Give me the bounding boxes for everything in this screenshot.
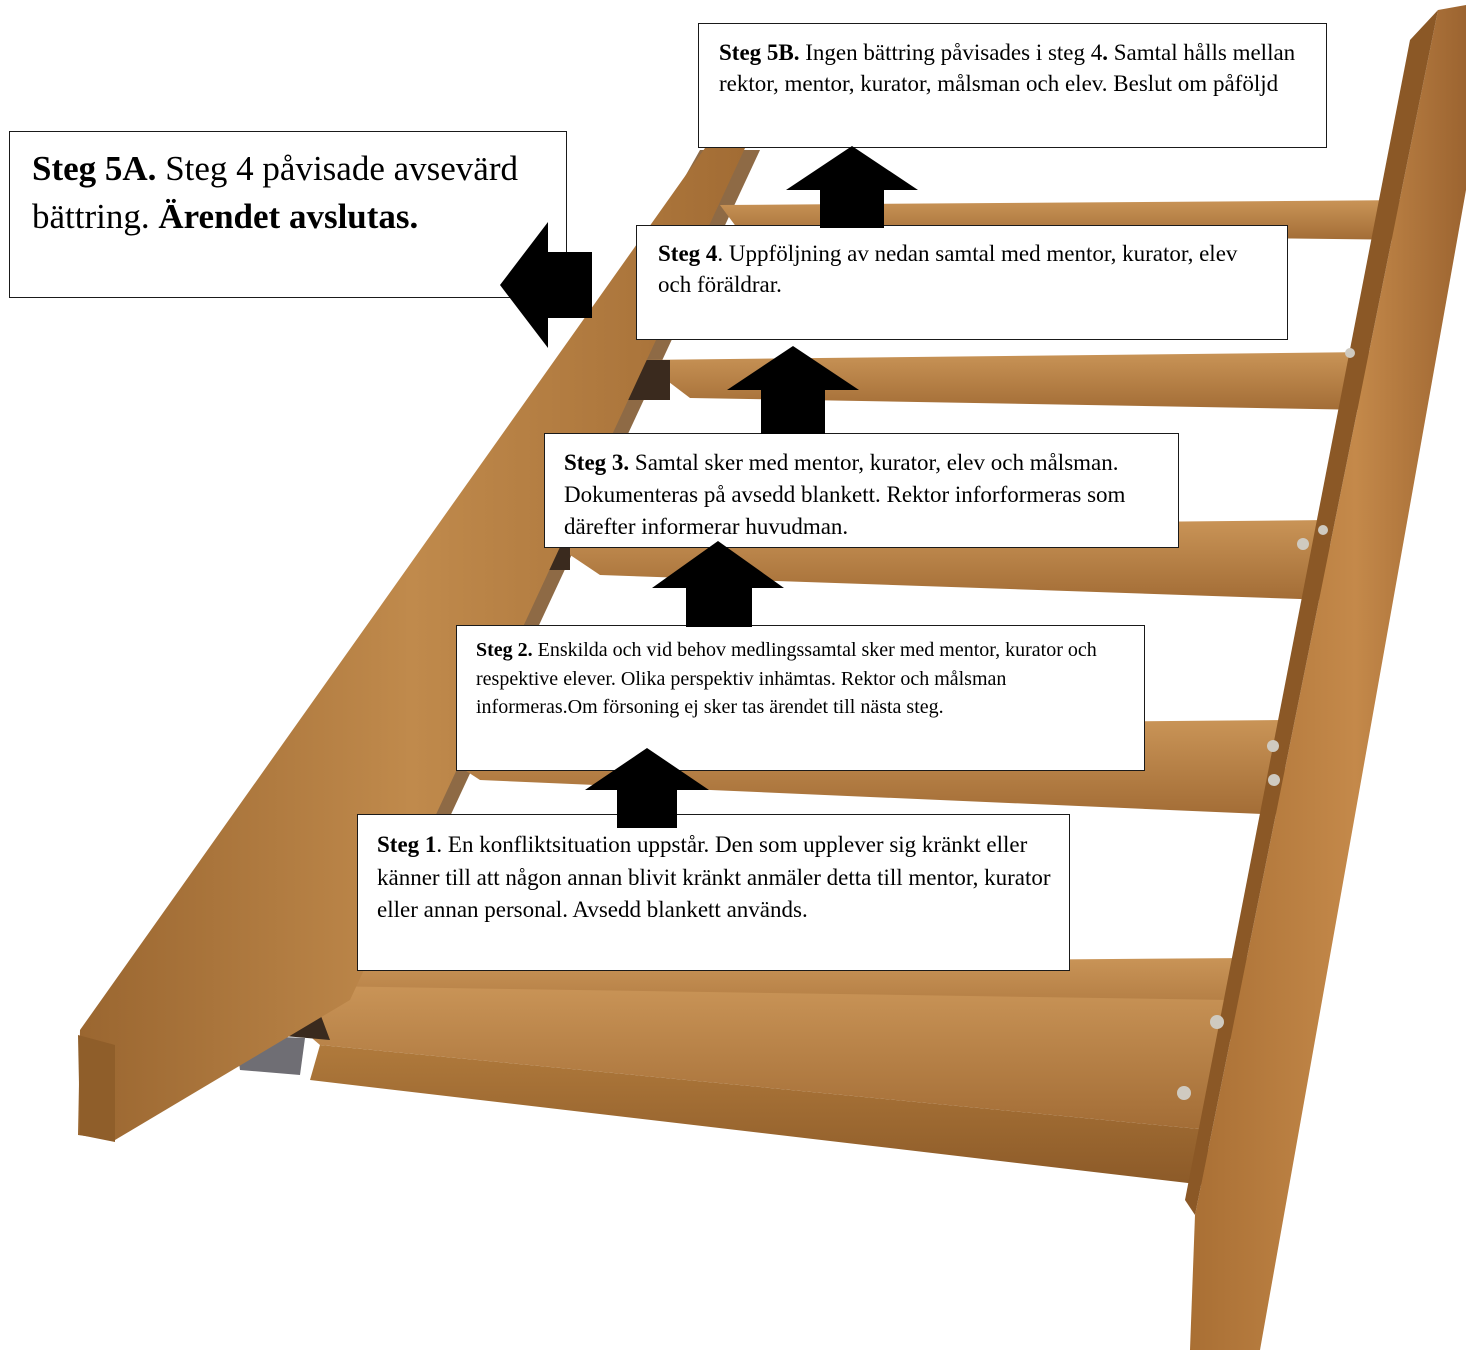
screw xyxy=(1318,525,1328,535)
left-stringer-front-end xyxy=(78,1035,115,1142)
step-5b-heading: Steg 5B. xyxy=(719,40,800,65)
step-5b-box: Steg 5B. Ingen bättring påvisades i steg… xyxy=(698,23,1327,148)
step-2-box: Steg 2. Enskilda och vid behov medlingss… xyxy=(456,625,1145,771)
step-1-text: . En konfliktsituation uppstår. Den som … xyxy=(377,832,1051,923)
step-4-box: Steg 4. Uppföljning av nedan samtal med … xyxy=(636,225,1288,340)
step-2-text: Enskilda och vid behov medlingssamtal sk… xyxy=(476,639,1097,719)
step-5b-text-cont: Samtal hålls mellan rektor, mentor, kura… xyxy=(719,40,1296,96)
arrow-shape xyxy=(786,146,918,228)
tread-1-front xyxy=(310,1045,1210,1185)
step-3-text: Samtal sker med mentor, kurator, elev oc… xyxy=(564,450,1126,540)
step-4-text: . Uppföljning av nedan samtal med mentor… xyxy=(658,241,1238,297)
step-5a-heading: Steg 5A. xyxy=(32,149,157,188)
step-3-heading: Steg 3. xyxy=(564,450,630,475)
arrow-shape xyxy=(652,541,784,627)
up-arrow-step1-to-step2 xyxy=(585,748,709,828)
step-2-heading: Steg 2. xyxy=(476,639,533,661)
step-5a-box: Steg 5A. Steg 4 påvisade avsevärd bättri… xyxy=(9,131,567,298)
tread-1-top xyxy=(250,985,1230,1130)
screw xyxy=(1177,1086,1191,1100)
stringer-screws xyxy=(1177,348,1355,1100)
step-4-heading: Steg 4 xyxy=(658,241,718,266)
arrow-shape xyxy=(727,346,859,434)
step-1-box: Steg 1. En konfliktsituation uppstår. De… xyxy=(357,814,1070,971)
up-arrow-step2-to-step3 xyxy=(652,541,784,627)
up-arrow-step4-to-step5b xyxy=(786,146,918,228)
step-5a-conclusion: Ärendet avslutas. xyxy=(158,196,419,236)
step-5b-text: Ingen bättring påvisades i steg 4 xyxy=(799,40,1103,65)
step-3-box: Steg 3. Samtal sker med mentor, kurator,… xyxy=(544,433,1179,548)
up-arrow-step3-to-step4 xyxy=(727,346,859,434)
step-1-heading: Steg 1 xyxy=(377,832,437,857)
left-arrow-step4-to-step5a xyxy=(500,222,592,348)
arrow-shape xyxy=(585,748,709,828)
step-5b-bold-dot: . xyxy=(1102,40,1109,65)
screw xyxy=(1345,348,1355,358)
arrow-shape xyxy=(500,222,592,348)
right-stringer xyxy=(1190,5,1466,1350)
screw xyxy=(1210,1015,1224,1029)
left-stringer xyxy=(78,148,745,1140)
screw xyxy=(1268,774,1280,786)
step-5a-text: Steg 4 påvisade avsevärd bättring. xyxy=(32,149,518,236)
screw xyxy=(1267,740,1279,752)
screw xyxy=(1297,538,1309,550)
right-stringer-side xyxy=(1185,10,1438,1215)
